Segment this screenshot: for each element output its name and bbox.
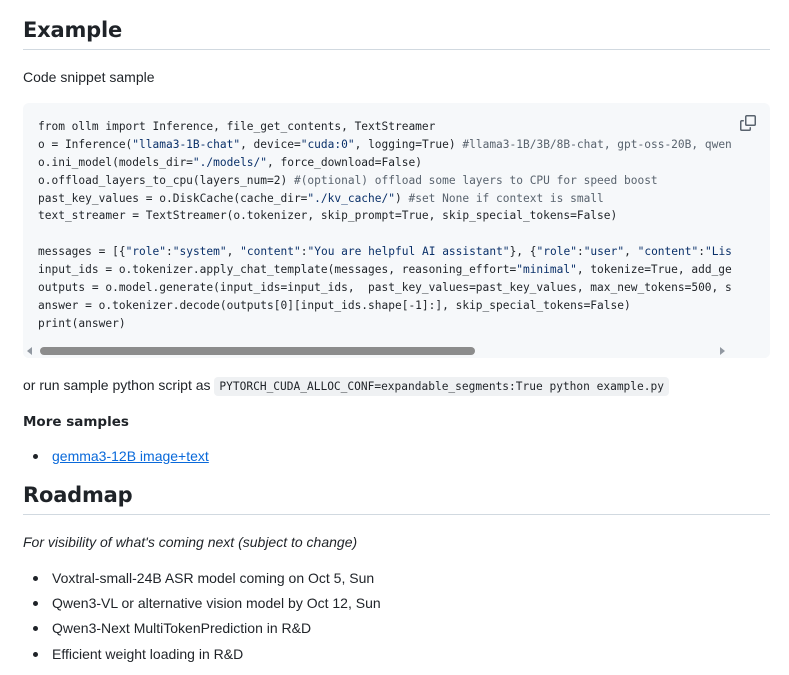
code-line: past_key_values = o.DiskCache(cache_dir=… [38, 190, 732, 208]
code-token: outputs = o.model.generate(input_ids=inp… [38, 281, 732, 295]
code-line: o.ini_model(models_dir="./models/", forc… [38, 154, 732, 172]
code-block: from ollm import Inference, file_get_con… [23, 103, 770, 358]
code-token: from ollm import Inference, file_get_con… [38, 120, 436, 133]
code-token: , logging=True) [354, 137, 463, 151]
code-token: answer = o.tokenizer.decode(outputs[0][i… [38, 298, 631, 312]
copy-button[interactable] [738, 113, 758, 133]
horizontal-scrollbar[interactable] [23, 344, 770, 358]
samples-list: gemma3-12B image+text [23, 446, 770, 466]
code-token: : [698, 245, 705, 259]
code-comment: #(optional) offload some layers to CPU f… [293, 173, 658, 187]
list-item: gemma3-12B image+text [23, 446, 770, 466]
code-line: o.offload_layers_to_cpu(layers_num=2) #(… [38, 172, 732, 190]
code-string: "user" [583, 245, 625, 259]
code-line: o = Inference("llama3-1B-chat", device="… [38, 136, 732, 154]
list-item: Efficient weight loading in R&D [23, 644, 770, 664]
code-token: : [165, 245, 173, 259]
code-string: "You are helpful AI assistant" [307, 245, 510, 259]
code-line: messages = [{"role":"system", "content":… [38, 243, 732, 261]
copy-icon [740, 115, 756, 131]
code-token: input_ids = o.tokenizer.apply_chat_templ… [38, 263, 517, 277]
code-token: past_key_values = o.DiskCache(cache_dir= [38, 191, 308, 205]
roadmap-heading: Roadmap [23, 483, 770, 515]
scroll-right-arrow-icon[interactable] [720, 347, 725, 355]
code-token: : [576, 245, 584, 259]
code-token: ) [394, 191, 409, 205]
code-token: , device= [240, 137, 301, 151]
code-comment: #llama3-1B/3B/8B-chat, gpt-oss-20B, qwen [462, 137, 732, 151]
code-token: , force_download=False) [267, 155, 422, 169]
code-token: text_streamer = TextStreamer(o.tokenizer… [38, 209, 618, 223]
code-token: : [300, 245, 308, 259]
example-intro: Code snippet sample [23, 69, 155, 85]
run-instructions: or run sample python script as PYTORCH_C… [23, 374, 770, 398]
scroll-left-arrow-icon[interactable] [27, 347, 32, 355]
code-comment: #set None if context is small [408, 191, 604, 205]
code-lines: from ollm import Inference, file_get_con… [38, 118, 732, 333]
list-item: Voxtral-small-24B ASR model coming on Oc… [23, 568, 770, 588]
code-token: print(answer) [38, 316, 126, 330]
scrollbar-thumb[interactable] [40, 347, 475, 355]
code-string: "role" [125, 245, 166, 259]
list-item: Qwen3-Next MultiTokenPrediction in R&D [23, 618, 770, 638]
code-line: answer = o.tokenizer.decode(outputs[0][i… [38, 297, 732, 315]
sample-link-gemma3[interactable]: gemma3-12B image+text [52, 448, 209, 464]
run-command: PYTORCH_CUDA_ALLOC_CONF=expandable_segme… [214, 377, 669, 396]
code-token: o.ini_model(models_dir= [38, 155, 193, 169]
code-line: input_ids = o.tokenizer.apply_chat_templ… [38, 261, 732, 279]
code-token: , [226, 245, 241, 259]
code-string: "llama3-1B-chat" [132, 137, 241, 151]
list-item: Qwen3-VL or alternative vision model by … [23, 593, 770, 613]
example-heading: Example [23, 18, 770, 50]
code-line: from ollm import Inference, file_get_con… [38, 118, 732, 136]
code-line: outputs = o.model.generate(input_ids=inp… [38, 279, 732, 297]
code-string: "system" [172, 245, 227, 259]
code-string: "content" [637, 245, 699, 259]
roadmap-list: Voxtral-small-24B ASR model coming on Oc… [23, 568, 770, 664]
readme-content: Example Code snippet sample from ollm im… [23, 0, 770, 669]
code-token: o = Inference( [38, 137, 133, 151]
code-token: , tokenize=True, add_ge [576, 263, 732, 277]
run-prefix: or run sample python script as [23, 377, 215, 393]
code-string: "role" [536, 245, 577, 259]
code-string: "./models/" [192, 155, 268, 169]
code-line: print(answer) [38, 315, 732, 333]
code-string: "./kv_cache/" [307, 191, 395, 205]
code-string: "content" [240, 245, 301, 259]
code-token: , [624, 245, 638, 259]
code-line [38, 225, 732, 243]
more-samples-heading: More samples [23, 414, 129, 430]
code-line: text_streamer = TextStreamer(o.tokenizer… [38, 207, 732, 225]
roadmap-subtitle: For visibility of what's coming next (su… [23, 534, 358, 550]
code-token: messages = [{ [38, 245, 126, 259]
code-token: }, { [509, 245, 537, 259]
code-string: "cuda:0" [300, 137, 355, 151]
code-token: o.offload_layers_to_cpu(layers_num=2) [38, 173, 294, 187]
code-string: "Lis [704, 245, 732, 259]
code-string: "minimal" [516, 263, 577, 277]
